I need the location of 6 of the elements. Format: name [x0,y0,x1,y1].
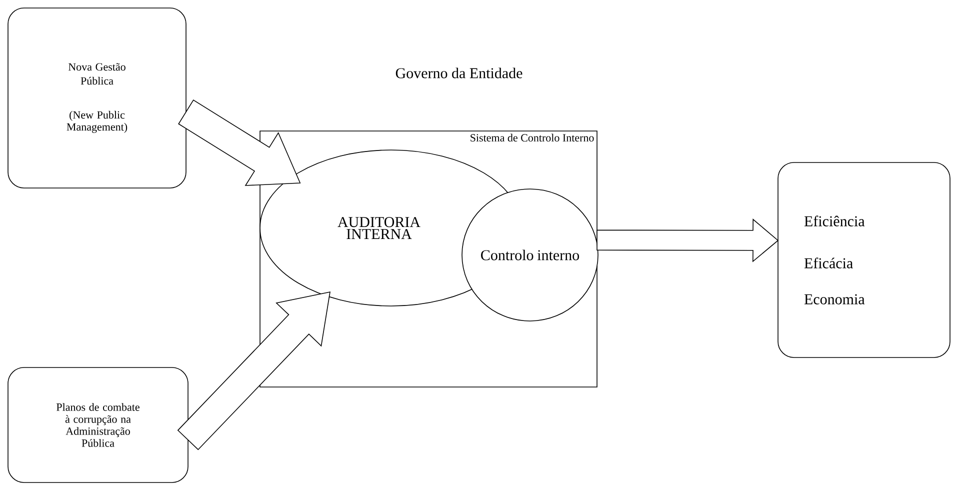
block-arrow [596,218,779,262]
rounded-box: Planos de combate à corrupção na Administração Pública [8,367,188,483]
rounded-box: Eficiência Eficácia Economia [778,162,950,358]
rounded-box: Nova Gestão Pública (New Public Management) [8,8,186,188]
block-arrow [178,100,301,186]
heading: Governo da Entidade [396,68,522,78]
